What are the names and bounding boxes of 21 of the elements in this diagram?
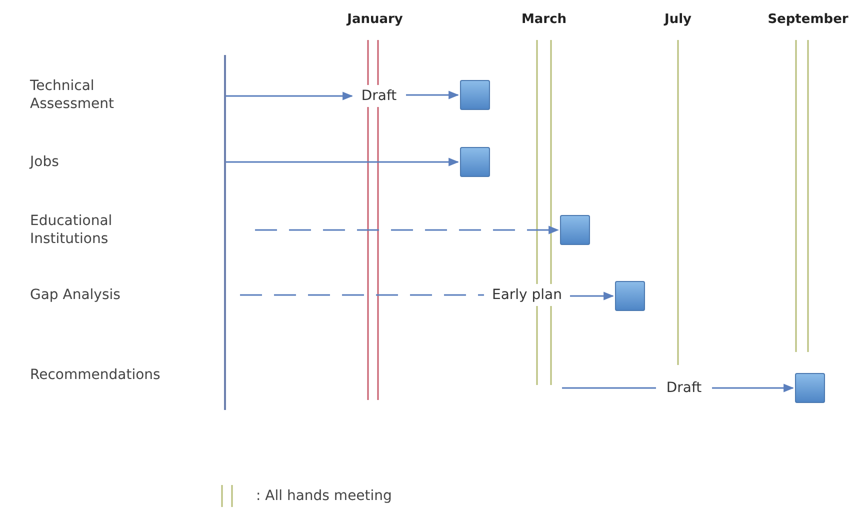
- milestone-square: [460, 80, 490, 110]
- arrow: [226, 92, 354, 100]
- row-label: Gap Analysis: [30, 286, 122, 304]
- arrow: [226, 158, 460, 166]
- row-label: Recommendations: [30, 366, 162, 384]
- milestone-square: [460, 147, 490, 177]
- row-label: Technical Assessment: [30, 77, 115, 113]
- arrow: [406, 90, 460, 100]
- arrow: [255, 226, 560, 234]
- month-label: July: [664, 12, 692, 27]
- milestone-square: [795, 373, 825, 403]
- row-label: Educational Institutions: [30, 212, 114, 248]
- row-label: Jobs: [30, 153, 60, 171]
- milestone-square: [615, 281, 645, 311]
- milestone-square: [560, 215, 590, 245]
- month-label: September: [768, 12, 848, 27]
- month-label: January: [347, 12, 403, 27]
- arrow: [712, 384, 794, 392]
- arrow: [570, 292, 614, 300]
- month-label: March: [521, 12, 567, 27]
- legend-text: : All hands meeting: [256, 487, 392, 505]
